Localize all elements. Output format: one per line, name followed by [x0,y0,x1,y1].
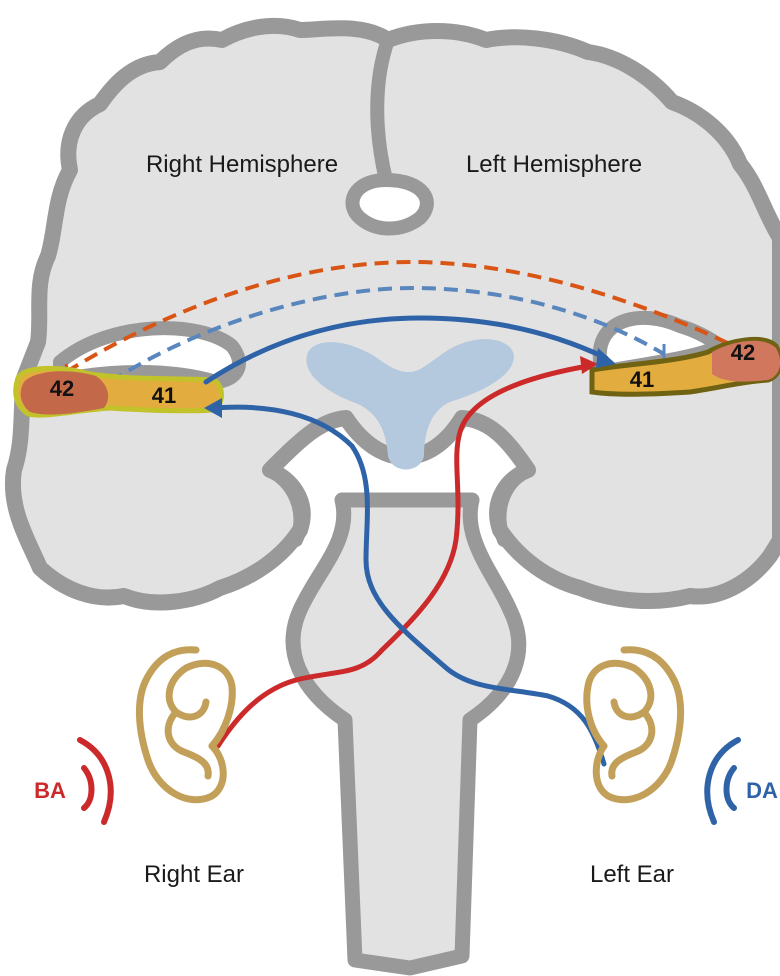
right-area-41-label: 41 [152,383,176,408]
right-sound-waves-icon [80,740,111,822]
left-area-42-label: 42 [731,340,755,365]
right-hemisphere-label: Right Hemisphere [146,151,338,178]
left-sound-waves-icon [707,740,738,822]
left-hemisphere-label: Left Hemisphere [466,151,642,178]
left-sound-source-label: DA [746,778,778,803]
left-ear [587,650,681,800]
left-area-41-label: 41 [630,367,654,392]
fissure-loop [352,180,426,229]
left-ear-label: Left Ear [590,861,674,888]
right-sound-source-label: BA [34,778,66,803]
right-area-42-label: 42 [50,376,74,401]
brainstem [293,500,519,968]
right-ear-label: Right Ear [144,861,244,888]
right-ear [139,650,232,800]
